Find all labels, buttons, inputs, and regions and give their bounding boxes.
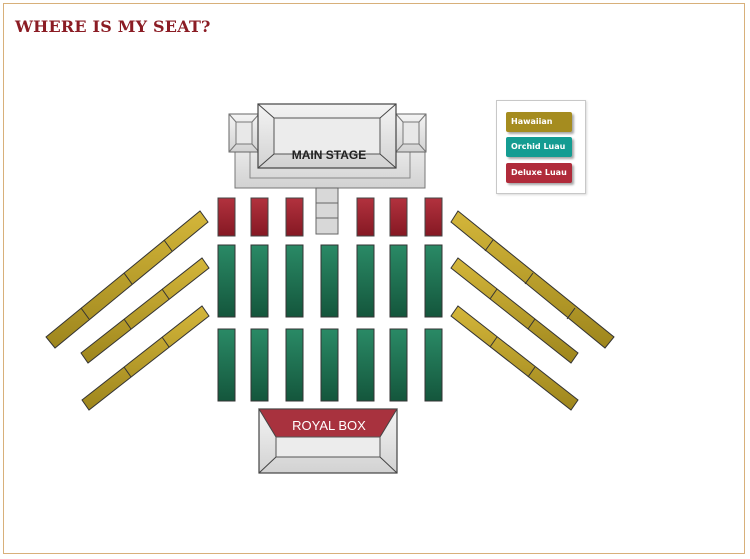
deluxe-seating-section[interactable] xyxy=(217,197,443,237)
seating-legend: Hawaiian Luau Orchid Luau Deluxe Luau xyxy=(496,100,586,194)
stage-runway xyxy=(315,187,339,235)
hawaiian-bench[interactable] xyxy=(450,305,579,411)
hawaiian-bench[interactable] xyxy=(450,257,579,364)
deluxe-table[interactable] xyxy=(389,197,408,237)
stage-right-wing xyxy=(395,113,427,153)
orchid-table[interactable] xyxy=(250,244,269,318)
orchid-table[interactable] xyxy=(285,328,304,402)
orchid-seating-section[interactable] xyxy=(217,244,443,402)
hawaiian-bench[interactable] xyxy=(45,210,209,349)
hawaiian-bench[interactable] xyxy=(81,305,210,411)
orchid-table[interactable] xyxy=(320,244,339,318)
deluxe-table[interactable] xyxy=(424,197,443,237)
orchid-table[interactable] xyxy=(217,244,236,318)
hawaiian-bench[interactable] xyxy=(450,210,615,349)
orchid-table[interactable] xyxy=(250,328,269,402)
deluxe-table[interactable] xyxy=(285,197,304,237)
page-frame xyxy=(3,3,745,554)
legend-deluxe-luau-button[interactable]: Deluxe Luau xyxy=(506,163,572,183)
deluxe-table[interactable] xyxy=(356,197,375,237)
orchid-table[interactable] xyxy=(424,328,443,402)
royal-box-label: ROYAL BOX xyxy=(292,418,366,433)
orchid-table[interactable] xyxy=(389,244,408,318)
orchid-table[interactable] xyxy=(285,244,304,318)
legend-orchid-luau-button[interactable]: Orchid Luau xyxy=(506,137,572,157)
page-title: WHERE IS MY SEAT? xyxy=(15,17,211,36)
deluxe-table[interactable] xyxy=(250,197,269,237)
orchid-table[interactable] xyxy=(320,328,339,402)
hawaiian-seating-right[interactable] xyxy=(450,210,615,411)
orchid-table[interactable] xyxy=(389,328,408,402)
hawaiian-bench[interactable] xyxy=(80,257,210,364)
orchid-table[interactable] xyxy=(424,244,443,318)
orchid-table[interactable] xyxy=(217,328,236,402)
main-stage-label: MAIN STAGE xyxy=(292,148,366,162)
main-stage[interactable]: MAIN STAGE xyxy=(228,103,427,235)
hawaiian-seating-left[interactable] xyxy=(45,210,210,411)
orchid-table[interactable] xyxy=(356,244,375,318)
legend-hawaiian-luau-button[interactable]: Hawaiian Luau xyxy=(506,112,572,146)
royal-box[interactable]: ROYAL BOX xyxy=(258,408,398,474)
deluxe-table[interactable] xyxy=(217,197,236,237)
orchid-table[interactable] xyxy=(356,328,375,402)
stage-left-wing xyxy=(228,113,260,153)
